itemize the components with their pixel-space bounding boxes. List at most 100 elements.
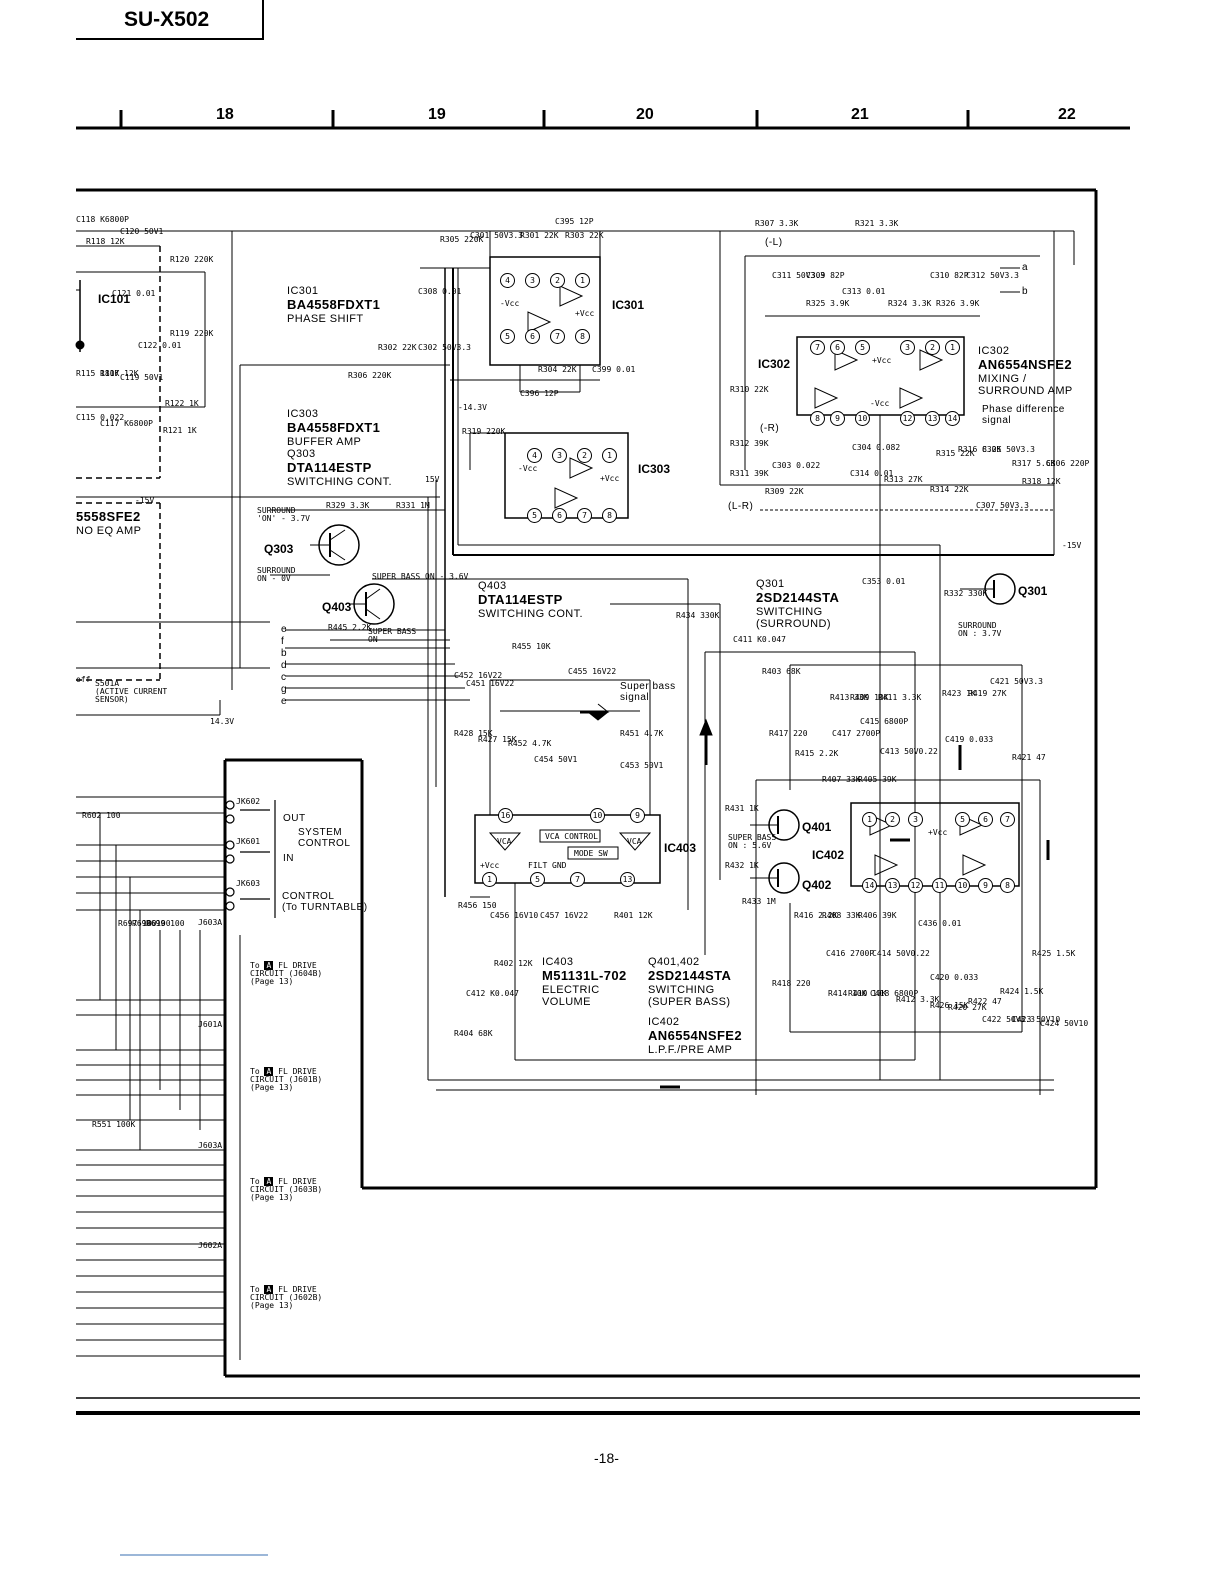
ic403-vcc-label: +Vcc: [480, 861, 500, 870]
ic302-pin-6: 6: [830, 340, 845, 355]
ic402-pin-13: 13: [885, 878, 900, 893]
q402-tag: Q402: [802, 878, 832, 892]
component-label: R407 33K: [822, 775, 861, 784]
column-20: 20: [636, 106, 654, 123]
component-label: C303 0.022: [772, 461, 821, 470]
ic302-negvcc-label: -Vcc: [870, 399, 890, 408]
ic403-pin-1: 1: [482, 872, 497, 887]
ic303-box-label: IC303: [638, 462, 671, 476]
component-label: C412 K0.047: [466, 989, 519, 998]
column-22: 22: [1058, 106, 1076, 123]
component-label: C304 0.082: [852, 443, 901, 452]
component-label: R305 220K: [440, 235, 484, 244]
component-label: R115 180K: [76, 369, 120, 378]
column-19: 19: [428, 106, 446, 123]
vca-left-label: VCA: [497, 837, 512, 846]
turntable-label: (To TURNTABLE): [282, 902, 368, 913]
ic303-vcc-label: +Vcc: [600, 474, 620, 483]
ic303-desc: IC303 BA4558FDXT1 BUFFER AMP: [287, 408, 381, 448]
component-label: C413 50V0.22: [880, 747, 938, 756]
terminal-d: d: [281, 660, 288, 671]
component-label: C309 82P: [806, 271, 845, 280]
component-label: R313 27K: [884, 475, 923, 484]
component-label: R419 27K: [968, 689, 1007, 698]
ic301-pin-3: 3: [525, 273, 540, 288]
l-minus-r-label: (L-R): [728, 501, 754, 512]
model-box: SU-X502: [76, 0, 264, 40]
q401-sb-note: SUPER BASS ON : 5.6V: [728, 833, 777, 850]
component-label: C119 50V1: [120, 373, 164, 382]
component-label: R455 10K: [512, 642, 551, 651]
component-label: R418 220: [772, 979, 811, 988]
ic301-negvcc-label: -Vcc: [500, 299, 520, 308]
v143-label: 14.3V: [210, 717, 235, 726]
ic302-box-label: IC302: [758, 357, 791, 371]
ic302-pin-13: 13: [925, 411, 940, 426]
component-label: R301 22K: [520, 231, 559, 240]
page-number: -18-: [594, 1450, 619, 1466]
ic302-desc: IC302 AN6554NSFE2 MIXING / SURROUND AMP: [978, 345, 1073, 398]
component-label: R698 100: [132, 919, 171, 928]
component-label: R417 220: [769, 729, 808, 738]
s501a-off: off: [76, 675, 91, 684]
terminal-b: b: [1022, 286, 1029, 297]
component-label: R697 100: [118, 919, 157, 928]
j603a-top-label: J603A: [198, 918, 223, 927]
terminal-a: a: [1022, 262, 1029, 273]
component-label: R402 12K: [494, 959, 533, 968]
q401-desc: Q401,402 2SD2144STA SWITCHING (SUPER BAS…: [648, 956, 732, 1009]
component-label: C122 0.01: [138, 341, 182, 350]
component-label: R405 39K: [858, 775, 897, 784]
terminal-e1: e: [281, 624, 288, 635]
component-label: R316 8.2K: [958, 445, 1002, 454]
component-label: R432 1K: [725, 861, 759, 870]
component-label: C310 82P: [930, 271, 969, 280]
ic101b-desc: 5558SFE2 NO EQ AMP: [76, 509, 142, 537]
component-label: C424 50V10: [1040, 1019, 1089, 1028]
component-label: R456 150: [458, 901, 497, 910]
ic301-pin-4: 4: [500, 273, 515, 288]
component-label: R118 12K: [86, 237, 125, 246]
component-label: R117 12K: [100, 369, 139, 378]
component-label: C421 50V3.3: [990, 677, 1043, 686]
component-label: C353 0.01: [862, 577, 906, 586]
ic302-pin-3: 3: [900, 340, 915, 355]
super-bass-note: Super bass signal: [620, 681, 676, 703]
ic402-pin-5: 5: [955, 812, 970, 827]
ic403-pin-7: 7: [570, 872, 585, 887]
j601a-label: J601A: [198, 1020, 223, 1029]
control2-label: CONTROL: [282, 891, 335, 902]
component-label: R451 4.7K: [620, 729, 664, 738]
vca-right-label: VCA: [627, 837, 642, 846]
component-label: C451 16V22: [466, 679, 515, 688]
column-18: 18: [216, 106, 234, 123]
ic301-vcc-label: +Vcc: [575, 309, 595, 318]
component-label: R404 68K: [454, 1029, 493, 1038]
component-label: R122 1K: [165, 399, 199, 408]
q301-tag: Q301: [1018, 584, 1048, 598]
component-label: R309 22K: [765, 487, 804, 496]
ic303-pin-2: 2: [577, 448, 592, 463]
component-label: C302 50V3.3: [418, 343, 471, 352]
mode-sw-label: MODE SW: [574, 849, 608, 858]
component-label: R433 1M: [742, 897, 776, 906]
ic303-pin-1: 1: [602, 448, 617, 463]
ic403-pin-5: 5: [530, 872, 545, 887]
component-label: C307 50V3.3: [976, 501, 1029, 510]
component-label: C456 16V10: [490, 911, 539, 920]
ic301-pin-1: 1: [575, 273, 590, 288]
ic402-pin-11: 11: [932, 878, 947, 893]
component-label: C436 0.01: [918, 919, 962, 928]
component-label: C411 K0.047: [733, 635, 786, 644]
fl-drive-block-3: To A FL DRIVE CIRCUIT (J603B) (Page 13): [250, 1177, 323, 1202]
out-label: OUT: [283, 813, 306, 824]
ic101-label: IC101: [98, 292, 131, 306]
ic302-pin-7: 7: [810, 340, 825, 355]
component-label: C455 16V22: [568, 667, 617, 676]
ic402-pin-1: 1: [862, 812, 877, 827]
component-label: R412 3.3K: [896, 995, 940, 1004]
ic303-pin-6: 6: [552, 508, 567, 523]
component-label: R401 12K: [614, 911, 653, 920]
component-label: R434 330K: [676, 611, 720, 620]
component-label: C420 0.033: [930, 973, 979, 982]
